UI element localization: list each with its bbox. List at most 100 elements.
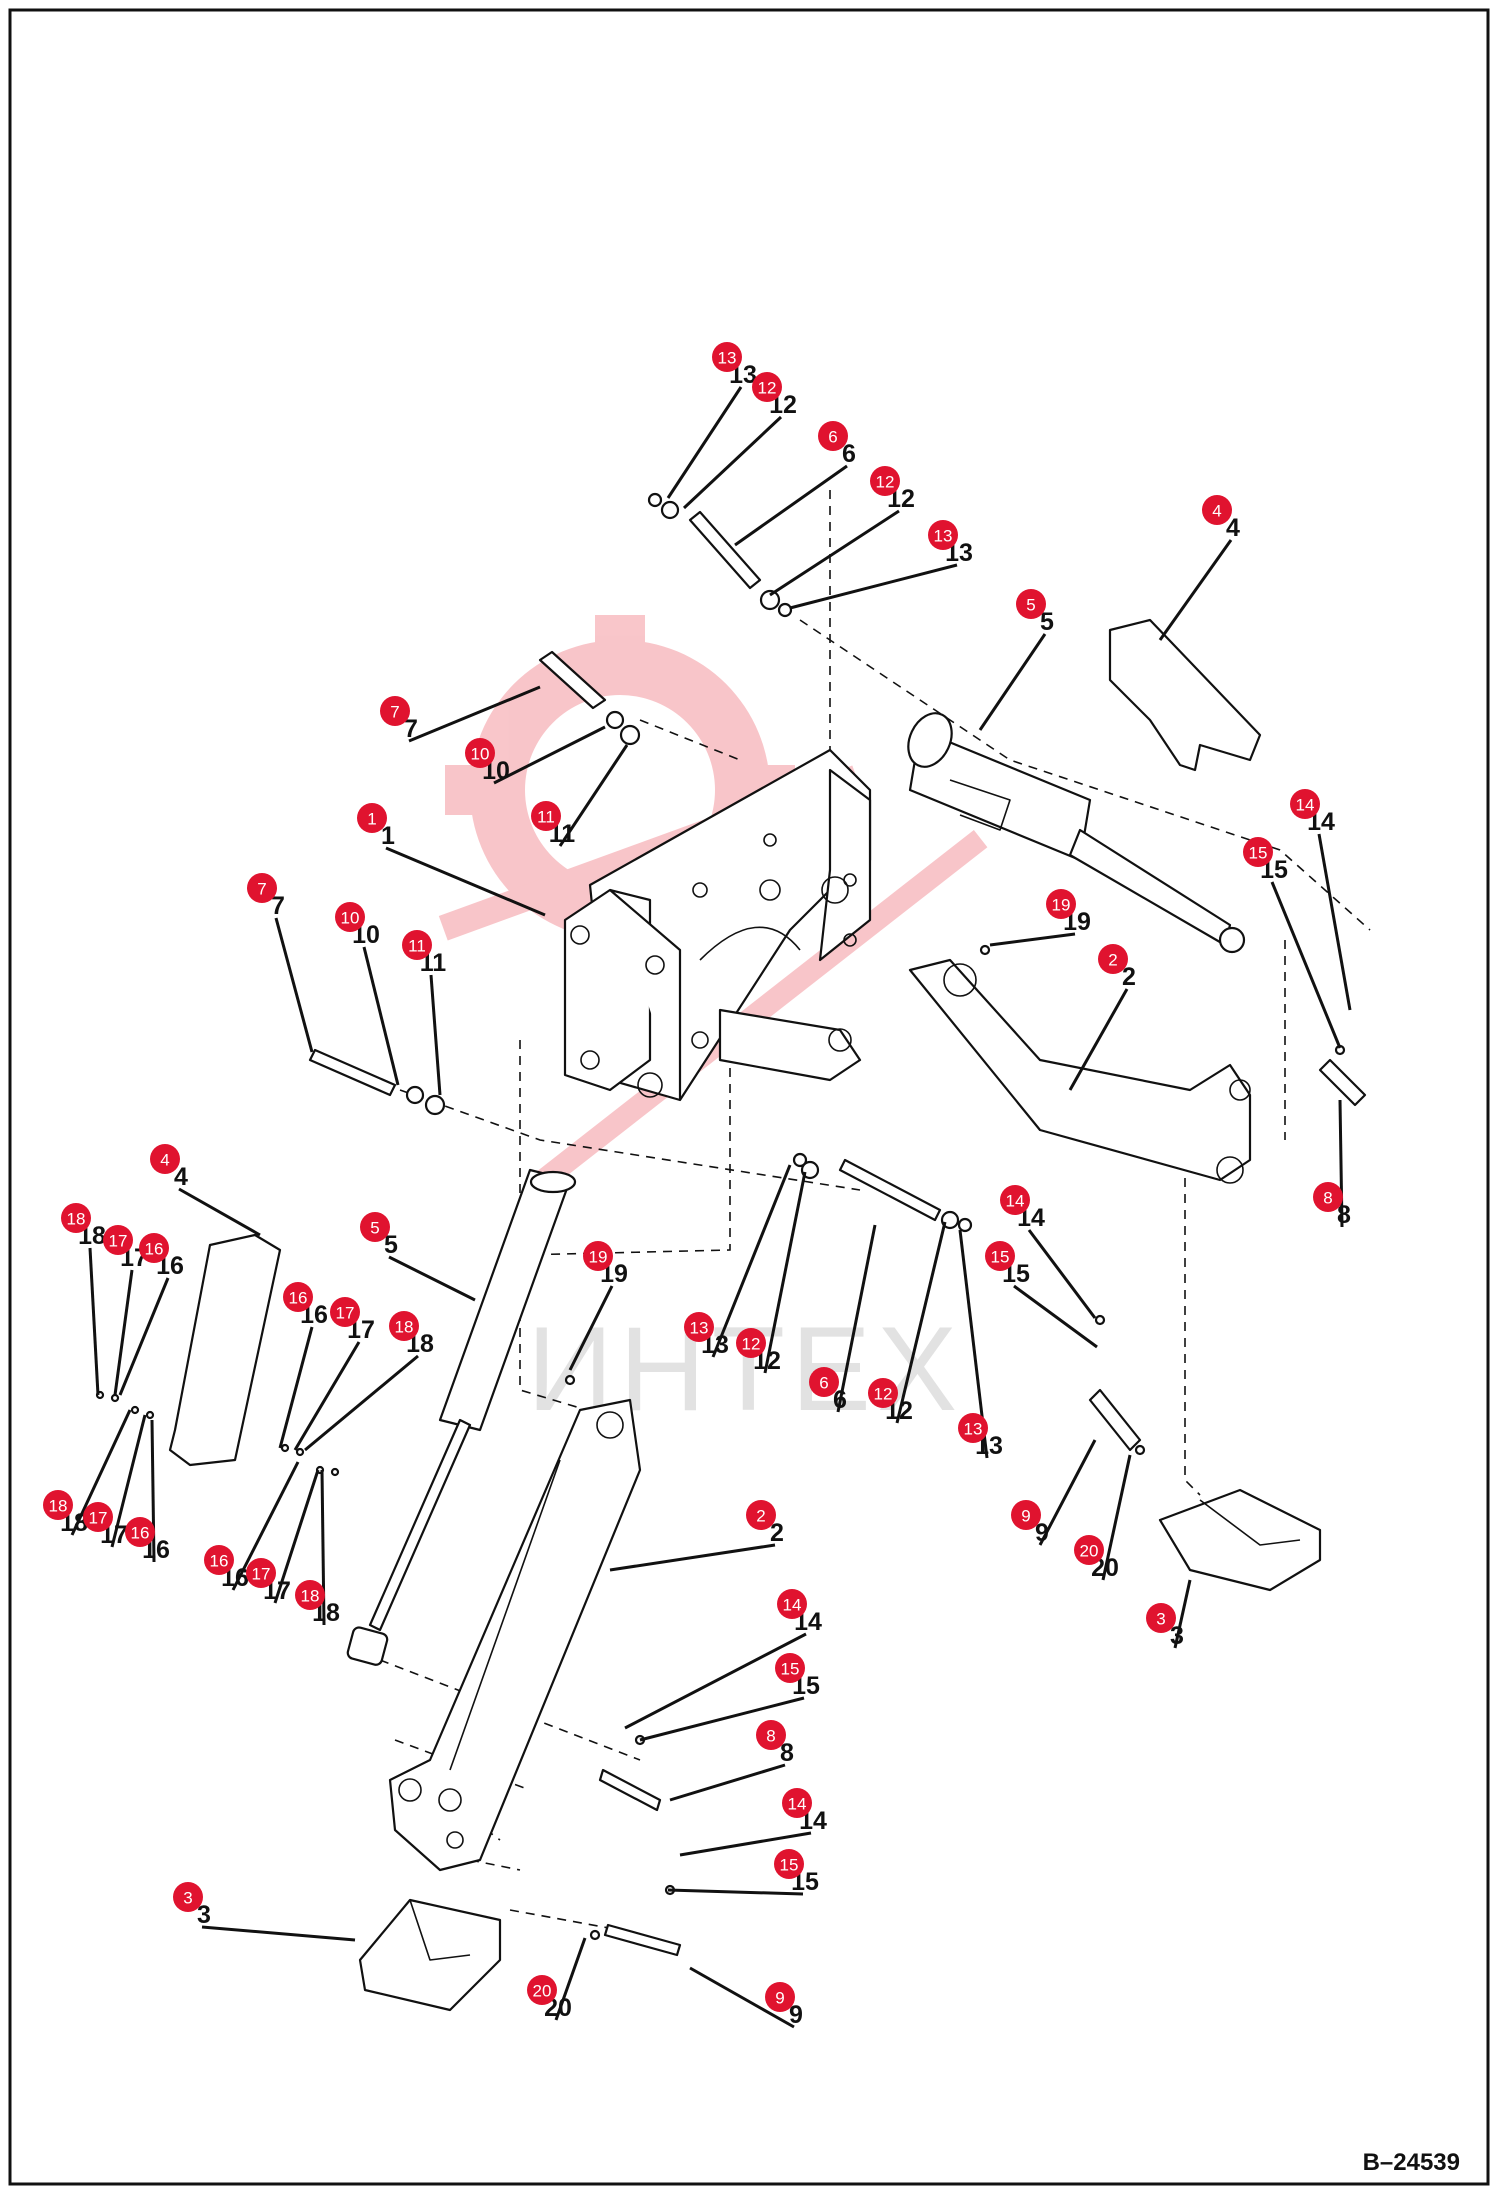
callout-marker-2[interactable]: 2 <box>746 1500 776 1530</box>
callout-marker-circle[interactable] <box>765 1982 795 2012</box>
callout-marker-15[interactable]: 15 <box>1243 837 1273 867</box>
callout-marker-5[interactable]: 5 <box>360 1212 390 1242</box>
callout-marker-circle[interactable] <box>1202 495 1232 525</box>
callout-marker-8[interactable]: 8 <box>1313 1182 1343 1212</box>
callout-marker-13[interactable]: 13 <box>712 342 742 372</box>
callout-marker-circle[interactable] <box>402 930 432 960</box>
callout-marker-circle[interactable] <box>928 520 958 550</box>
callout-marker-circle[interactable] <box>247 873 277 903</box>
callout-marker-circle[interactable] <box>173 1882 203 1912</box>
callout-marker-14[interactable]: 14 <box>782 1788 812 1818</box>
callout-marker-circle[interactable] <box>774 1849 804 1879</box>
callout-marker-1[interactable]: 1 <box>357 803 387 833</box>
callout-marker-circle[interactable] <box>1074 1535 1104 1565</box>
callout-marker-circle[interactable] <box>1243 837 1273 867</box>
callout-marker-circle[interactable] <box>531 801 561 831</box>
callout-marker-circle[interactable] <box>1146 1603 1176 1633</box>
callout-marker-18[interactable]: 18 <box>61 1203 91 1233</box>
callout-marker-17[interactable]: 17 <box>83 1502 113 1532</box>
callout-marker-14[interactable]: 14 <box>1290 789 1320 819</box>
callout-marker-circle[interactable] <box>527 1975 557 2005</box>
callout-marker-11[interactable]: 11 <box>531 801 561 831</box>
callout-marker-circle[interactable] <box>818 421 848 451</box>
callout-marker-circle[interactable] <box>583 1241 613 1271</box>
callout-marker-circle[interactable] <box>139 1233 169 1263</box>
callout-marker-3[interactable]: 3 <box>1146 1603 1176 1633</box>
callout-marker-13[interactable]: 13 <box>928 520 958 550</box>
callout-marker-circle[interactable] <box>752 372 782 402</box>
callout-marker-circle[interactable] <box>777 1589 807 1619</box>
callout-marker-14[interactable]: 14 <box>1000 1185 1030 1215</box>
callout-marker-7[interactable]: 7 <box>247 873 277 903</box>
callout-marker-circle[interactable] <box>103 1225 133 1255</box>
callout-marker-circle[interactable] <box>43 1490 73 1520</box>
callout-marker-8[interactable]: 8 <box>756 1720 786 1750</box>
callout-marker-circle[interactable] <box>1046 889 1076 919</box>
callout-marker-5[interactable]: 5 <box>1016 589 1046 619</box>
callout-marker-4[interactable]: 4 <box>1202 495 1232 525</box>
callout-marker-circle[interactable] <box>712 342 742 372</box>
callout-marker-circle[interactable] <box>1011 1500 1041 1530</box>
callout-marker-circle[interactable] <box>809 1367 839 1397</box>
callout-marker-16[interactable]: 16 <box>125 1517 155 1547</box>
callout-marker-circle[interactable] <box>125 1517 155 1547</box>
callout-marker-6[interactable]: 6 <box>818 421 848 451</box>
callout-marker-9[interactable]: 9 <box>1011 1500 1041 1530</box>
callout-marker-circle[interactable] <box>870 466 900 496</box>
callout-marker-9[interactable]: 9 <box>765 1982 795 2012</box>
callout-marker-13[interactable]: 13 <box>958 1413 988 1443</box>
callout-marker-17[interactable]: 17 <box>246 1558 276 1588</box>
callout-marker-circle[interactable] <box>380 696 410 726</box>
callout-marker-circle[interactable] <box>958 1413 988 1443</box>
callout-marker-15[interactable]: 15 <box>985 1241 1015 1271</box>
callout-marker-circle[interactable] <box>83 1502 113 1532</box>
callout-marker-3[interactable]: 3 <box>173 1882 203 1912</box>
callout-marker-circle[interactable] <box>868 1378 898 1408</box>
callout-marker-15[interactable]: 15 <box>774 1849 804 1879</box>
callout-marker-15[interactable]: 15 <box>775 1653 805 1683</box>
callout-marker-circle[interactable] <box>1313 1182 1343 1212</box>
callout-marker-19[interactable]: 19 <box>583 1241 613 1271</box>
callout-marker-circle[interactable] <box>150 1144 180 1174</box>
callout-marker-circle[interactable] <box>782 1788 812 1818</box>
callout-marker-circle[interactable] <box>1000 1185 1030 1215</box>
callout-marker-circle[interactable] <box>684 1312 714 1342</box>
callout-marker-12[interactable]: 12 <box>752 372 782 402</box>
callout-marker-19[interactable]: 19 <box>1046 889 1076 919</box>
callout-marker-17[interactable]: 17 <box>330 1297 360 1327</box>
callout-marker-17[interactable]: 17 <box>103 1225 133 1255</box>
callout-marker-10[interactable]: 10 <box>465 738 495 768</box>
callout-marker-circle[interactable] <box>295 1580 325 1610</box>
callout-marker-4[interactable]: 4 <box>150 1144 180 1174</box>
callout-marker-14[interactable]: 14 <box>777 1589 807 1619</box>
callout-marker-18[interactable]: 18 <box>389 1311 419 1341</box>
callout-marker-circle[interactable] <box>389 1311 419 1341</box>
callout-marker-18[interactable]: 18 <box>43 1490 73 1520</box>
callout-marker-circle[interactable] <box>775 1653 805 1683</box>
callout-marker-20[interactable]: 20 <box>527 1975 557 2005</box>
callout-marker-16[interactable]: 16 <box>139 1233 169 1263</box>
callout-marker-circle[interactable] <box>330 1297 360 1327</box>
callout-marker-18[interactable]: 18 <box>295 1580 325 1610</box>
callout-marker-circle[interactable] <box>736 1328 766 1358</box>
callout-marker-16[interactable]: 16 <box>283 1282 313 1312</box>
callout-marker-16[interactable]: 16 <box>204 1545 234 1575</box>
callout-marker-circle[interactable] <box>1016 589 1046 619</box>
callout-marker-circle[interactable] <box>985 1241 1015 1271</box>
callout-marker-circle[interactable] <box>204 1545 234 1575</box>
callout-marker-circle[interactable] <box>360 1212 390 1242</box>
callout-marker-circle[interactable] <box>283 1282 313 1312</box>
callout-marker-circle[interactable] <box>357 803 387 833</box>
callout-marker-12[interactable]: 12 <box>868 1378 898 1408</box>
callout-marker-6[interactable]: 6 <box>809 1367 839 1397</box>
callout-marker-circle[interactable] <box>756 1720 786 1750</box>
callout-marker-circle[interactable] <box>1098 944 1128 974</box>
callout-marker-20[interactable]: 20 <box>1074 1535 1104 1565</box>
callout-marker-10[interactable]: 10 <box>335 902 365 932</box>
callout-marker-circle[interactable] <box>335 902 365 932</box>
callout-marker-11[interactable]: 11 <box>402 930 432 960</box>
callout-marker-circle[interactable] <box>61 1203 91 1233</box>
callout-marker-12[interactable]: 12 <box>736 1328 766 1358</box>
callout-marker-circle[interactable] <box>246 1558 276 1588</box>
callout-marker-13[interactable]: 13 <box>684 1312 714 1342</box>
